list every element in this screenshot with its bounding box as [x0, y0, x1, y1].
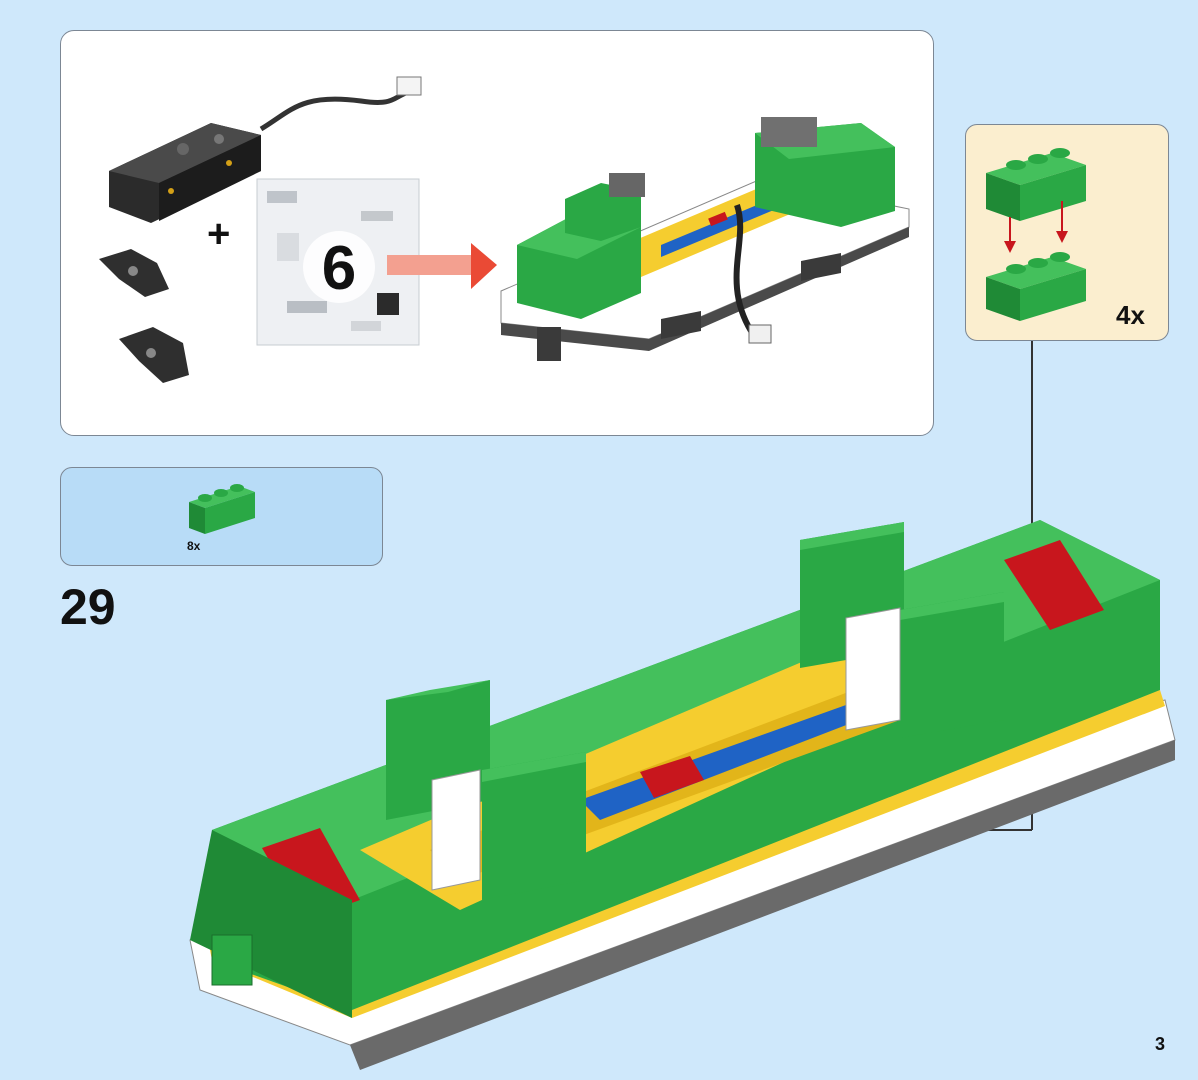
- green-brick-stack-rear-left: [800, 522, 904, 668]
- bracket-part-1-image: [99, 249, 169, 297]
- step-number: 29: [60, 579, 116, 635]
- upper-brick-image: [986, 148, 1086, 221]
- bracket-part-2-image: [119, 327, 189, 383]
- rear-cab-frame: [845, 607, 901, 731]
- parts-list-illustration: [189, 484, 255, 534]
- sub-assembly-panel: 4x: [965, 124, 1169, 341]
- intro-panel: + 6: [60, 30, 934, 436]
- green-brick-stack-front-right: [482, 752, 586, 900]
- power-box-image: [109, 76, 422, 223]
- sub-assembly-illustration: [986, 148, 1086, 321]
- locomotive-chassis-image: [189, 520, 1176, 1070]
- parts-list-panel: 8x: [60, 467, 383, 566]
- green-brick-stack-front-left: [386, 680, 490, 820]
- intro-illustration: + 6: [99, 76, 910, 383]
- green-brick-1x3-image: [189, 484, 255, 534]
- part-quantity: 8x: [187, 539, 201, 553]
- plus-sign: +: [207, 212, 230, 256]
- lower-brick-image: [986, 252, 1086, 321]
- page-number: 3: [1155, 1034, 1166, 1054]
- front-cab-frame: [431, 769, 481, 891]
- green-brick-stack-rear-right: [900, 592, 1004, 738]
- locomotive-preview-image: [500, 117, 910, 361]
- red-arrow-icon: [387, 243, 497, 289]
- sub-assembly-repeat-count: 4x: [1116, 300, 1145, 330]
- down-arrows-icon: [1004, 201, 1068, 253]
- bag-number: 6: [322, 234, 356, 303]
